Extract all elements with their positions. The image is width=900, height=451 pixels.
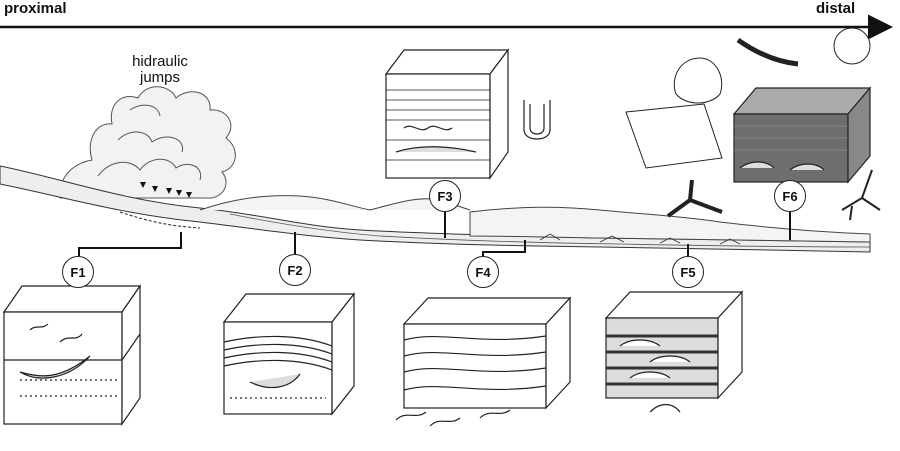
facies-f2: F2 [279, 254, 311, 286]
proximal-label: proximal [4, 0, 67, 17]
hydraulic-jumps-label: hidraulic jumps [110, 54, 210, 86]
annotation-line-1: hidraulic [132, 53, 188, 70]
block-f3 [384, 48, 551, 180]
jump-arrows [140, 182, 192, 198]
facies-f3: F3 [429, 180, 461, 212]
sediment-profile [0, 165, 871, 253]
facies-f5: F5 [672, 256, 704, 288]
hydraulic-jump-cloud [59, 86, 236, 199]
facies-f6: F6 [774, 180, 806, 212]
block-f1 [2, 284, 142, 426]
fossil-illustrations [625, 27, 881, 221]
facies-f4: F4 [467, 256, 499, 288]
leader-lines [78, 212, 791, 256]
distal-label: distal [816, 0, 856, 17]
annotation-line-2: jumps [139, 69, 180, 86]
block-f2 [222, 292, 356, 416]
facies-f1: F1 [62, 256, 94, 288]
block-f4 [395, 296, 572, 427]
block-f5 [604, 290, 744, 413]
block-f6 [732, 86, 872, 184]
